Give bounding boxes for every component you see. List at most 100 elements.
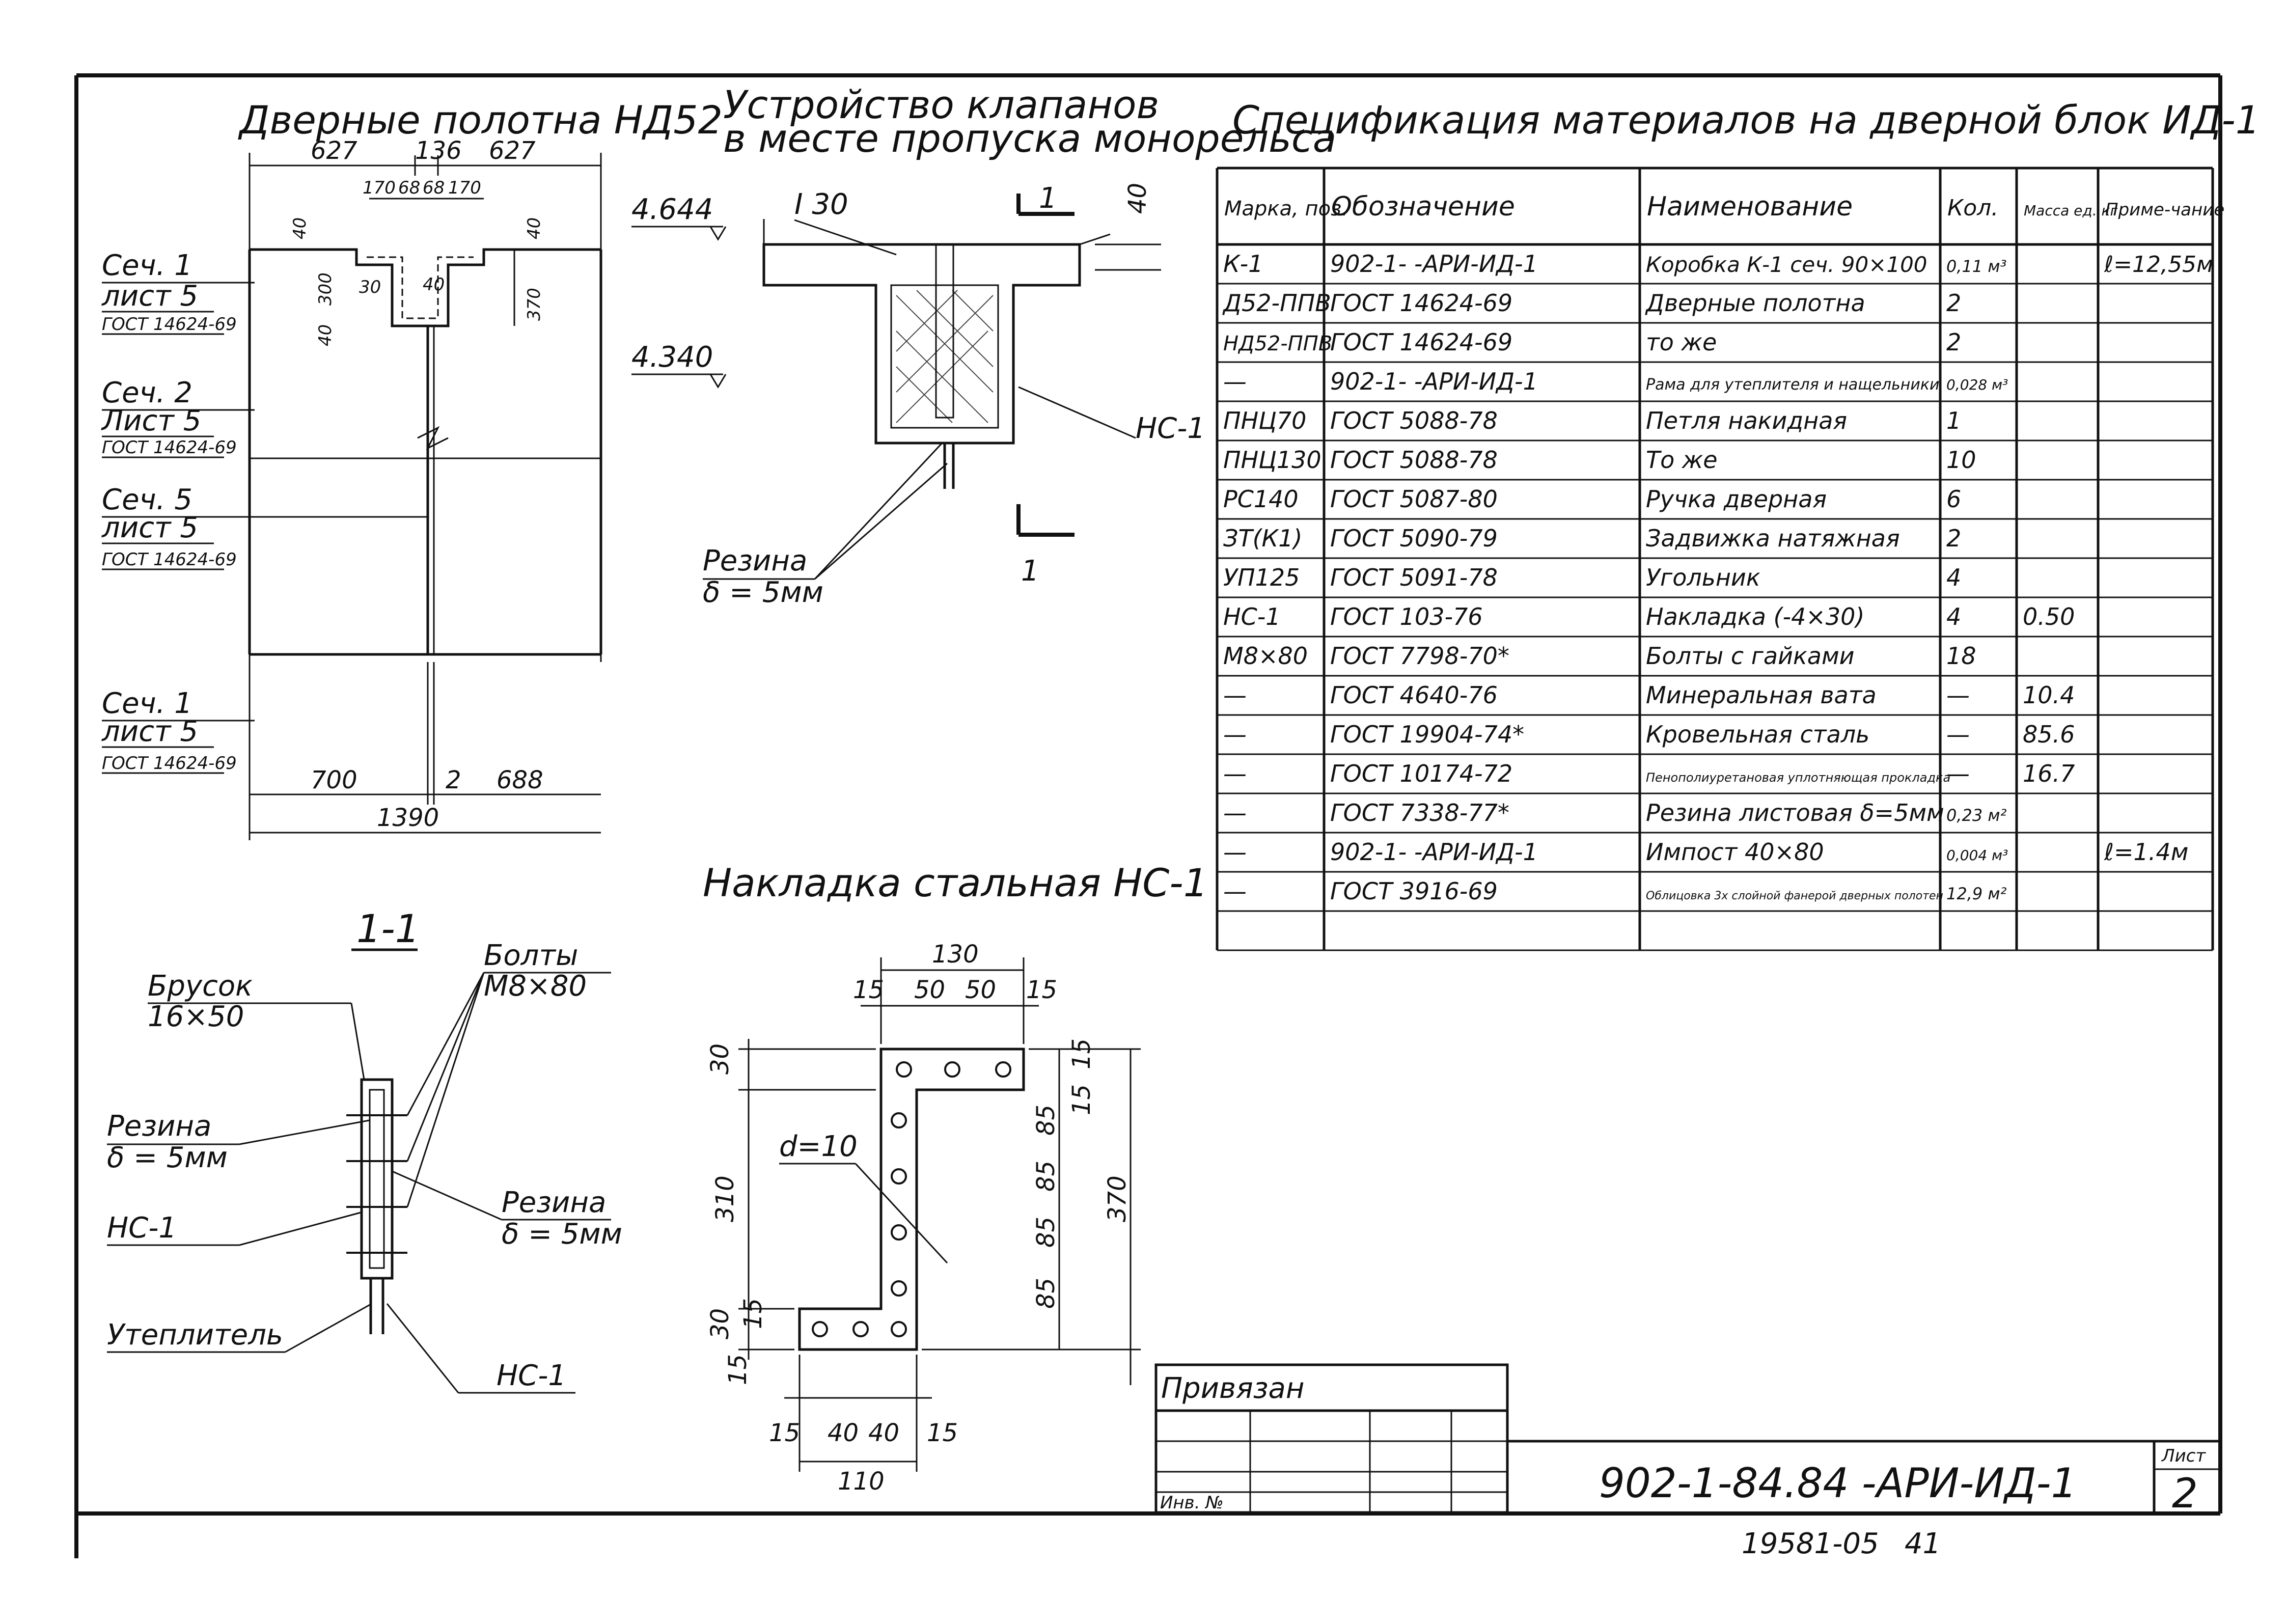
drawing-code: 902-1-84.84 -АРИ-ИД-1	[1599, 1460, 2077, 1507]
rubber-right: Резина	[502, 1186, 606, 1219]
spec-cell-13-1: ГОСТ 10174-72	[1330, 760, 1512, 787]
spec-cell-15-0: —	[1223, 838, 1247, 866]
svg-text:ГОСТ 14624-69: ГОСТ 14624-69	[102, 549, 237, 570]
valve-nc1: НС-1	[1136, 412, 1205, 445]
rubber-left-thk: δ = 5мм	[107, 1141, 228, 1174]
spec-cell-15-2: Импост 40×80	[1646, 838, 1824, 866]
spec-cell-5-3: 10	[1946, 446, 1976, 474]
spec-cell-7-3: 2	[1946, 525, 1961, 552]
plate-dim-right-4: 85	[1032, 1217, 1060, 1248]
spec-cell-14-1: ГОСТ 7338-77*	[1330, 799, 1509, 827]
dim-bottom-2: 688	[497, 766, 543, 794]
spec-cell-2-1: ГОСТ 14624-69	[1330, 328, 1512, 356]
spec-cell-13-2: Пенополиуретановая уплотняющая прокладка	[1646, 770, 1950, 785]
spec-cell-12-2: Кровельная сталь	[1646, 721, 1869, 748]
section-label-5: Сеч. 5 лист 5 ГОСТ 14624-69	[101, 483, 428, 570]
dim-top-2: 627	[489, 136, 536, 165]
valve-device-drawing: Устройство клапанов в месте пропуска мон…	[631, 82, 1336, 609]
spec-cell-1-2: Дверные полотна	[1645, 289, 1865, 317]
valve-rubber-thk: δ = 5мм	[703, 576, 823, 609]
spec-cell-13-0: —	[1223, 760, 1247, 787]
spec-cell-10-0: М8×80	[1223, 642, 1308, 670]
valve-title-2: в месте пропуска монорельса	[723, 116, 1336, 161]
spec-header-4: Масса ед. кг	[2024, 202, 2117, 219]
spec-title: Спецификация материалов на дверной блок …	[1232, 97, 2260, 143]
bolts-size: М8×80	[484, 970, 587, 1003]
spec-cell-12-0: —	[1223, 721, 1247, 748]
spec-cell-14-0: —	[1223, 799, 1247, 827]
spec-cell-12-4: 85.6	[2023, 721, 2075, 748]
spec-cell-1-1: ГОСТ 14624-69	[1330, 289, 1512, 317]
spec-cell-3-1: 902-1- -АРИ-ИД-1	[1330, 368, 1538, 395]
spec-header-2: Наименование	[1647, 191, 1853, 222]
spec-cell-4-2: Петля накидная	[1646, 407, 1847, 434]
spec-header-5: Приме-чание	[2105, 200, 2224, 220]
spec-cell-4-3: 1	[1946, 407, 1961, 434]
dim-side-2: 40	[315, 324, 336, 346]
spec-cell-7-0: ЗТ(К1)	[1223, 525, 1302, 552]
spec-cell-14-2: Резина листовая δ=5мм	[1646, 799, 1944, 827]
section-label-1: Сеч. 1 лист 5 ГОСТ 14624-69	[101, 249, 255, 335]
spec-cell-11-2: Минеральная вата	[1646, 681, 1877, 709]
spec-cell-10-1: ГОСТ 7798-70*	[1330, 642, 1509, 670]
spec-cell-10-3: 18	[1946, 642, 1976, 670]
dim-side-5: 370	[524, 288, 544, 321]
plate-dim-bottom-2: 40	[868, 1419, 899, 1447]
spec-cell-9-0: НС-1	[1223, 603, 1281, 630]
spec-cell-7-1: ГОСТ 5090-79	[1330, 525, 1498, 552]
spec-cell-12-3: —	[1946, 721, 1970, 748]
spec-cell-11-1: ГОСТ 4640-76	[1330, 681, 1498, 709]
plate-dim-left-0: 30	[706, 1043, 734, 1075]
sheet-frame	[74, 73, 2222, 1558]
spec-cell-2-2: то же	[1646, 328, 1717, 356]
svg-text:ГОСТ 14624-69: ГОСТ 14624-69	[102, 314, 237, 335]
spec-cell-16-3: 12,9 м²	[1946, 884, 2007, 903]
dim-total-width: 1390	[377, 804, 439, 832]
spec-cell-1-3: 2	[1946, 289, 1961, 317]
section-label-2: Сеч. 2 Лист 5 ГОСТ 14624-69	[101, 376, 255, 458]
spec-cell-14-3: 0,23 м²	[1946, 806, 2007, 825]
spec-cell-1-0: Д52-ППВ	[1222, 289, 1331, 317]
spec-cell-0-1: 902-1- -АРИ-ИД-1	[1330, 250, 1538, 278]
valve-rubber: Резина	[703, 544, 807, 577]
spec-cell-12-1: ГОСТ 19904-74*	[1330, 721, 1524, 748]
nc1-left: НС-1	[107, 1212, 177, 1245]
spec-cell-15-3: 0,004 м³	[1946, 847, 2008, 864]
sheet-label: Лист	[2161, 1446, 2206, 1466]
plate-dim-right-3: 85	[1032, 1161, 1060, 1192]
spec-cell-11-4: 10.4	[2023, 681, 2075, 709]
spec-cell-13-4: 16.7	[2023, 760, 2075, 787]
spec-cell-9-4: 0.50	[2023, 603, 2075, 630]
plate-dim-bottom-1: 40	[828, 1419, 859, 1447]
spec-cell-16-2: Облицовка 3х слойной фанерой дверных пол…	[1646, 890, 1943, 902]
plate-dim-right-6: 370	[1103, 1175, 1132, 1222]
door-panels-drawing: Дверные полотна НД52 627 136 627 170 68 …	[101, 97, 723, 840]
dim-side-4: 40	[423, 274, 445, 295]
spec-cell-3-3: 0,028 м³	[1946, 376, 2008, 393]
spec-cell-8-1: ГОСТ 5091-78	[1330, 564, 1498, 591]
plate-dim-right-5: 85	[1032, 1278, 1060, 1309]
svg-text:Сеч. 1: Сеч. 1	[102, 687, 192, 720]
spec-cell-8-0: УП125	[1223, 564, 1300, 591]
spec-cell-2-0: НД52-ППВ	[1223, 332, 1332, 355]
hole-label: d=10	[779, 1130, 858, 1163]
dim-bottom-0: 700	[311, 766, 357, 794]
spec-header-3: Кол.	[1947, 195, 1998, 221]
plate-dim-left-1: 310	[711, 1175, 739, 1222]
dim-side-0: 40	[290, 217, 310, 239]
door-panels-title: Дверные полотна НД52	[238, 97, 723, 143]
plate-dim-left-3: 15	[739, 1298, 767, 1329]
dim-bottom-1: 2	[446, 766, 461, 794]
spec-cell-2-3: 2	[1946, 328, 1961, 356]
spec-cell-15-1: 902-1- -АРИ-ИД-1	[1330, 838, 1538, 866]
spec-cell-15-5: ℓ=1.4м	[2104, 838, 2188, 866]
spec-header-1: Обозначение	[1331, 191, 1515, 222]
steel-plate-drawing: Накладка стальная НС-1 130 15 50 50 15 3…	[703, 860, 1208, 1496]
spec-cell-16-0: —	[1223, 877, 1247, 905]
bolts-label: Болты	[484, 939, 578, 972]
plate-dim-top-1: 15	[853, 976, 884, 1004]
dim-detail-1: 68	[398, 178, 420, 198]
spec-cell-9-3: 4	[1946, 603, 1961, 630]
insulation-label: Утеплитель	[107, 1318, 283, 1352]
